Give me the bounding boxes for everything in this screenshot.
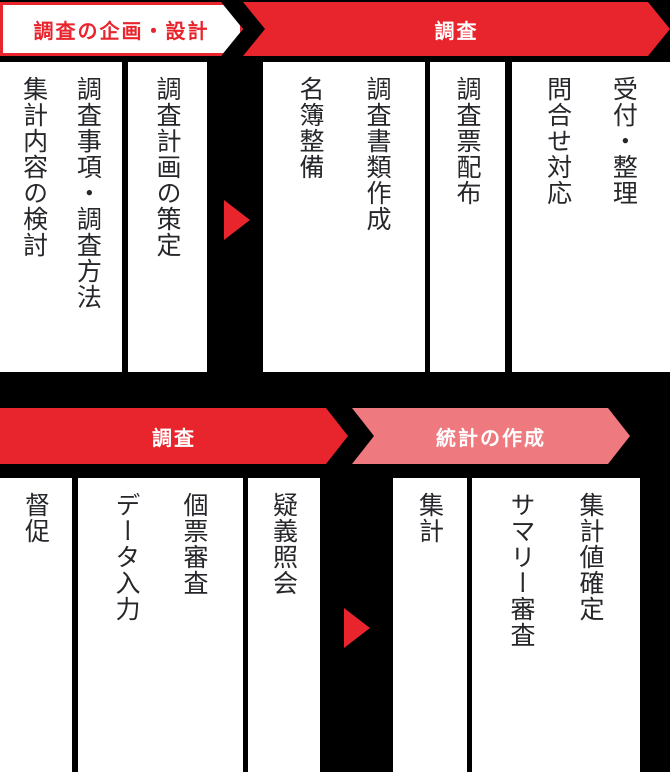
box-query-inquiry-line-1: 疑義照会 <box>269 492 299 596</box>
box-value-confirm-line-2: サマリー審査 <box>507 492 536 648</box>
box-reception[interactable]: 受付・整理 問合せ対応 <box>512 62 670 372</box>
box-tabulation[interactable]: 集計 <box>393 478 467 772</box>
phase-header-statistics-label: 統計の作成 <box>436 427 546 450</box>
box-reception-line-2: 問合せ対応 <box>543 76 573 206</box>
phase-header-survey-1-label: 調査 <box>434 20 479 43</box>
phase-header-planning[interactable]: 調査の企画・設計 <box>0 2 243 56</box>
box-questionnaire-distribution[interactable]: 調査票配布 <box>430 62 505 372</box>
box-survey-docs-line-2: 名簿整備 <box>296 76 325 180</box>
box-survey-items-line-2: 集計内容の検討 <box>19 76 49 258</box>
box-reception-line-1: 受付・整理 <box>609 76 639 206</box>
box-query-inquiry[interactable]: 疑義照会 <box>248 478 320 772</box>
box-survey-docs-line-1: 調査書類作成 <box>363 76 392 232</box>
box-survey-items-line-1: 調査事項・調査方法 <box>73 76 103 310</box>
box-tabulation-line-1: 集計 <box>415 492 445 544</box>
phase-header-statistics[interactable]: 統計の作成 <box>352 408 630 464</box>
box-record-review-line-1: 個票審査 <box>180 492 209 596</box>
phase-header-survey-2[interactable]: 調査 <box>0 408 348 464</box>
box-survey-plan-line-1: 調査計画の策定 <box>153 76 182 258</box>
phase-header-survey-2-label: 調査 <box>152 427 196 450</box>
box-record-review[interactable]: 個票審査 データ入力 <box>78 478 243 772</box>
phase-header-survey-1[interactable]: 調査 <box>243 2 670 56</box>
box-survey-plan[interactable]: 調査計画の策定 <box>128 62 207 372</box>
box-record-review-line-2: データ入力 <box>112 492 141 622</box>
box-value-confirm-line-1: 集計値確定 <box>576 492 605 622</box>
phase-header-planning-label: 調査の企画・設計 <box>33 20 210 43</box>
box-questionnaire-distribution-line-1: 調査票配布 <box>453 76 482 206</box>
box-survey-items[interactable]: 調査事項・調査方法 集計内容の検討 <box>0 62 122 372</box>
flow-arrow-right-icon-row2 <box>344 608 370 648</box>
box-value-confirm[interactable]: 集計値確定 サマリー審査 <box>472 478 640 772</box>
box-survey-docs[interactable]: 調査書類作成 名簿整備 <box>263 62 425 372</box>
box-reminder[interactable]: 督促 <box>0 478 72 772</box>
flow-arrow-right-icon-row1 <box>224 200 250 240</box>
box-reminder-line-1: 督促 <box>21 492 51 544</box>
